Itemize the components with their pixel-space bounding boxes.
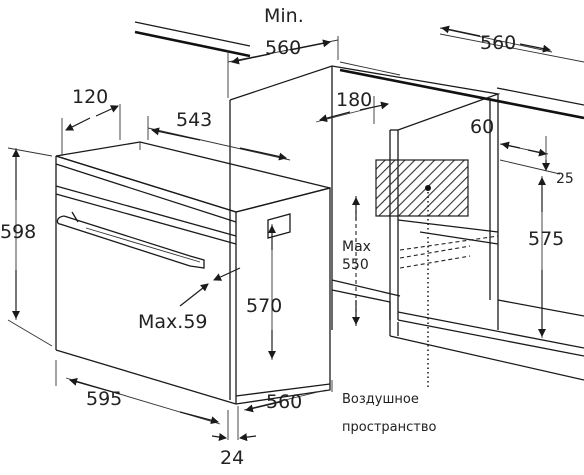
dim-560-bottom-label: 560 bbox=[266, 391, 302, 413]
door-handle bbox=[56, 211, 205, 269]
dim-60-label: 60 bbox=[470, 116, 494, 138]
min-label: Min. bbox=[264, 5, 304, 27]
depth-560-right-label: 560 bbox=[480, 32, 516, 54]
vent-marker-dot bbox=[425, 185, 431, 191]
dim-24-label: 24 bbox=[220, 447, 244, 469]
dim-180-label: 180 bbox=[336, 89, 372, 111]
air-space-label-line2: пространство bbox=[342, 420, 437, 435]
max-550-label: 550 bbox=[342, 257, 369, 273]
dim-543-label: 543 bbox=[176, 109, 212, 131]
dim-595-label: 595 bbox=[86, 388, 122, 410]
max-59-label: Max.59 bbox=[138, 311, 208, 333]
vent-hatched-area bbox=[375, 159, 469, 217]
air-space-label-line1: Воздушное bbox=[342, 392, 419, 407]
max-label: Max bbox=[342, 239, 371, 255]
depth-560-top-label: 560 bbox=[265, 37, 301, 59]
dim-120-label: 120 bbox=[72, 86, 108, 108]
oven-body bbox=[55, 141, 331, 405]
dimension-lines bbox=[7, 25, 561, 442]
countertop bbox=[134, 21, 584, 120]
dim-575-label: 575 bbox=[528, 228, 564, 250]
dim-598-label: 598 bbox=[0, 221, 36, 243]
dim-570-label: 570 bbox=[246, 295, 282, 317]
dim-25-label: 25 bbox=[556, 171, 574, 187]
